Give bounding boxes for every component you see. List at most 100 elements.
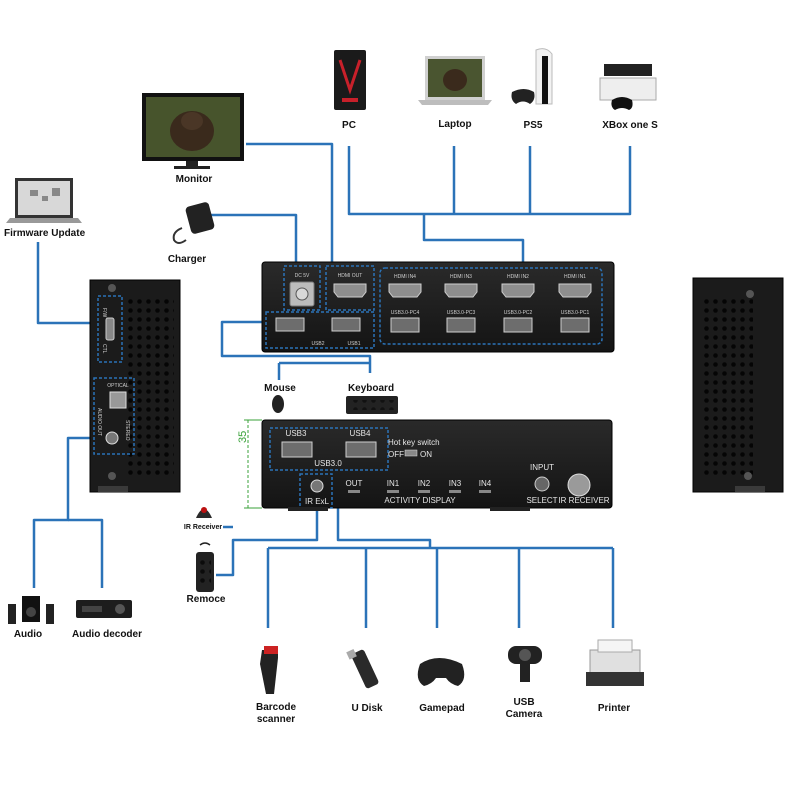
off-label: OFF: [388, 450, 404, 459]
usb-pc2-port[interactable]: [503, 317, 533, 333]
front-panel: USB3 USB4 USB3.0 Hot key switch OFF ON O…: [261, 419, 613, 511]
usb-pc1-port[interactable]: [560, 317, 590, 333]
usb12-box: [265, 311, 375, 349]
printer-label: Printer: [597, 703, 631, 714]
stereo-label: STEREO: [124, 420, 130, 441]
activity-display-label: ACTIVITY DISPLAY: [384, 496, 456, 505]
input-select-button[interactable]: [534, 476, 550, 492]
rear-panel: DC 5V HDMI OUT HDMI IN4 HDMI IN3 HDMI IN…: [261, 261, 615, 353]
hdmi-in1-label: HDMI IN1: [564, 274, 586, 280]
ir-receiver-icon: [196, 507, 212, 518]
usb2-port[interactable]: [275, 317, 305, 332]
audio-decoder-icon: [76, 600, 132, 618]
mouse-icon: [272, 395, 284, 413]
hdmi-in2-label: HDMI IN2: [507, 274, 529, 280]
xbox-icon: [599, 64, 657, 110]
audio-out-jack[interactable]: [105, 431, 119, 445]
on-label: ON: [420, 450, 432, 459]
optical-port[interactable]: [109, 391, 127, 409]
usb-pc3-label: USB3.0-PC3: [447, 310, 476, 316]
usb-pc4-port[interactable]: [390, 317, 420, 333]
usb4-label: USB4: [350, 429, 371, 438]
hdmi-out-label: HDMI OUT: [338, 273, 363, 279]
cable-sources-trunk: [422, 214, 525, 268]
input-label: INPUT: [530, 463, 554, 472]
hdmi-out-box: [325, 265, 375, 311]
hdmi-in1-port[interactable]: [558, 283, 592, 298]
firmware-laptop-icon: [6, 178, 82, 223]
ps5-label: PS5: [523, 120, 543, 131]
right-side-panel: [692, 277, 784, 493]
fw-label: F/W: [101, 308, 107, 317]
mouse-label: Mouse: [264, 383, 296, 394]
usb-camera-icon: [508, 646, 542, 682]
ctl-label: CTL: [101, 344, 107, 354]
pc-label: PC: [342, 120, 356, 131]
usb-pc3-port[interactable]: [446, 317, 476, 333]
audio-out-label: AUDIO OUT: [96, 408, 102, 436]
remote-icon: [196, 542, 214, 592]
dc-port-box: [283, 265, 321, 311]
usb3-label: USB3: [286, 429, 307, 438]
usb30-label: USB3.0: [314, 459, 342, 468]
usb-camera-label: USB Camera: [505, 697, 543, 720]
select-label: SELECT: [526, 496, 557, 505]
firmware-update-label: Firmware Update: [4, 228, 86, 239]
charger-label: Charger: [167, 254, 207, 265]
audio-box: [93, 377, 135, 455]
pc-icon: [334, 50, 366, 110]
cable-audio-out: [32, 436, 97, 588]
usb2-label: USB2: [311, 341, 324, 347]
hdmi-out-port[interactable]: [333, 283, 367, 298]
cable-audio-decoder: [68, 518, 104, 588]
usb3-port[interactable]: [281, 441, 313, 458]
cable-usb3-ports: [336, 480, 432, 548]
out-label: OUT: [346, 479, 363, 488]
hdmi-in3-label: HDMI IN3: [450, 274, 472, 280]
gamepad-label: Gamepad: [419, 703, 465, 714]
usb1-label: USB1: [347, 341, 360, 347]
laptop-label: Laptop: [438, 119, 472, 130]
ir-receiver-label: IR RECEIVER: [558, 496, 609, 505]
audio-label: Audio: [13, 629, 43, 640]
keyboard-icon: [346, 396, 398, 414]
hdmi-in3-port[interactable]: [444, 283, 478, 298]
keyboard-label: Keyboard: [347, 383, 395, 394]
cable-ir-ext: [216, 510, 319, 577]
dc-label: DC 5V: [295, 273, 310, 279]
cables: [32, 142, 632, 628]
printer-icon: [586, 639, 644, 686]
monitor-icon: [142, 93, 244, 169]
dc-jack[interactable]: [295, 287, 309, 301]
ir-ext-label: IR ExL: [305, 497, 330, 506]
cable-pc: [347, 146, 424, 216]
hdmi-in4-port[interactable]: [388, 283, 422, 298]
in3-label: IN3: [449, 479, 462, 488]
ir-receiver-device-label: IR Receiver: [183, 524, 223, 531]
cable-xbox: [424, 146, 632, 216]
usb-pc4-label: USB3.0-PC4: [391, 310, 420, 316]
gamepad-icon: [417, 658, 465, 686]
usb-pc1-label: USB3.0-PC1: [561, 310, 590, 316]
ir-ext-jack[interactable]: [310, 479, 324, 493]
left-side-panel: F/W CTL OPTICAL AUDIO OUT STEREO: [89, 279, 181, 493]
audio-decoder-label: Audio decoder: [71, 629, 142, 640]
barcode-scanner-icon: [260, 646, 278, 694]
cable-usb-hub: [220, 320, 372, 373]
cable-monitor: [246, 142, 334, 266]
fw-port[interactable]: [105, 317, 115, 341]
dimension-label: 35: [237, 431, 249, 443]
ir-receiver-window: [567, 473, 591, 497]
usb4-port[interactable]: [345, 441, 377, 458]
barcode-scanner-label: Barcode scanner: [255, 702, 296, 725]
hdmi-in2-port[interactable]: [501, 283, 535, 298]
hotkey-label: Hot key switch: [388, 438, 440, 447]
cable-firmware: [36, 242, 108, 325]
xbox-label: XBox one S: [602, 120, 658, 131]
usb1-port[interactable]: [331, 317, 361, 332]
laptop-icon: [418, 56, 492, 105]
monitor-label: Monitor: [175, 174, 213, 185]
in4-label: IN4: [479, 479, 492, 488]
hdmi-in4-label: HDMI IN4: [394, 274, 416, 280]
hotkey-switch[interactable]: [404, 449, 418, 457]
